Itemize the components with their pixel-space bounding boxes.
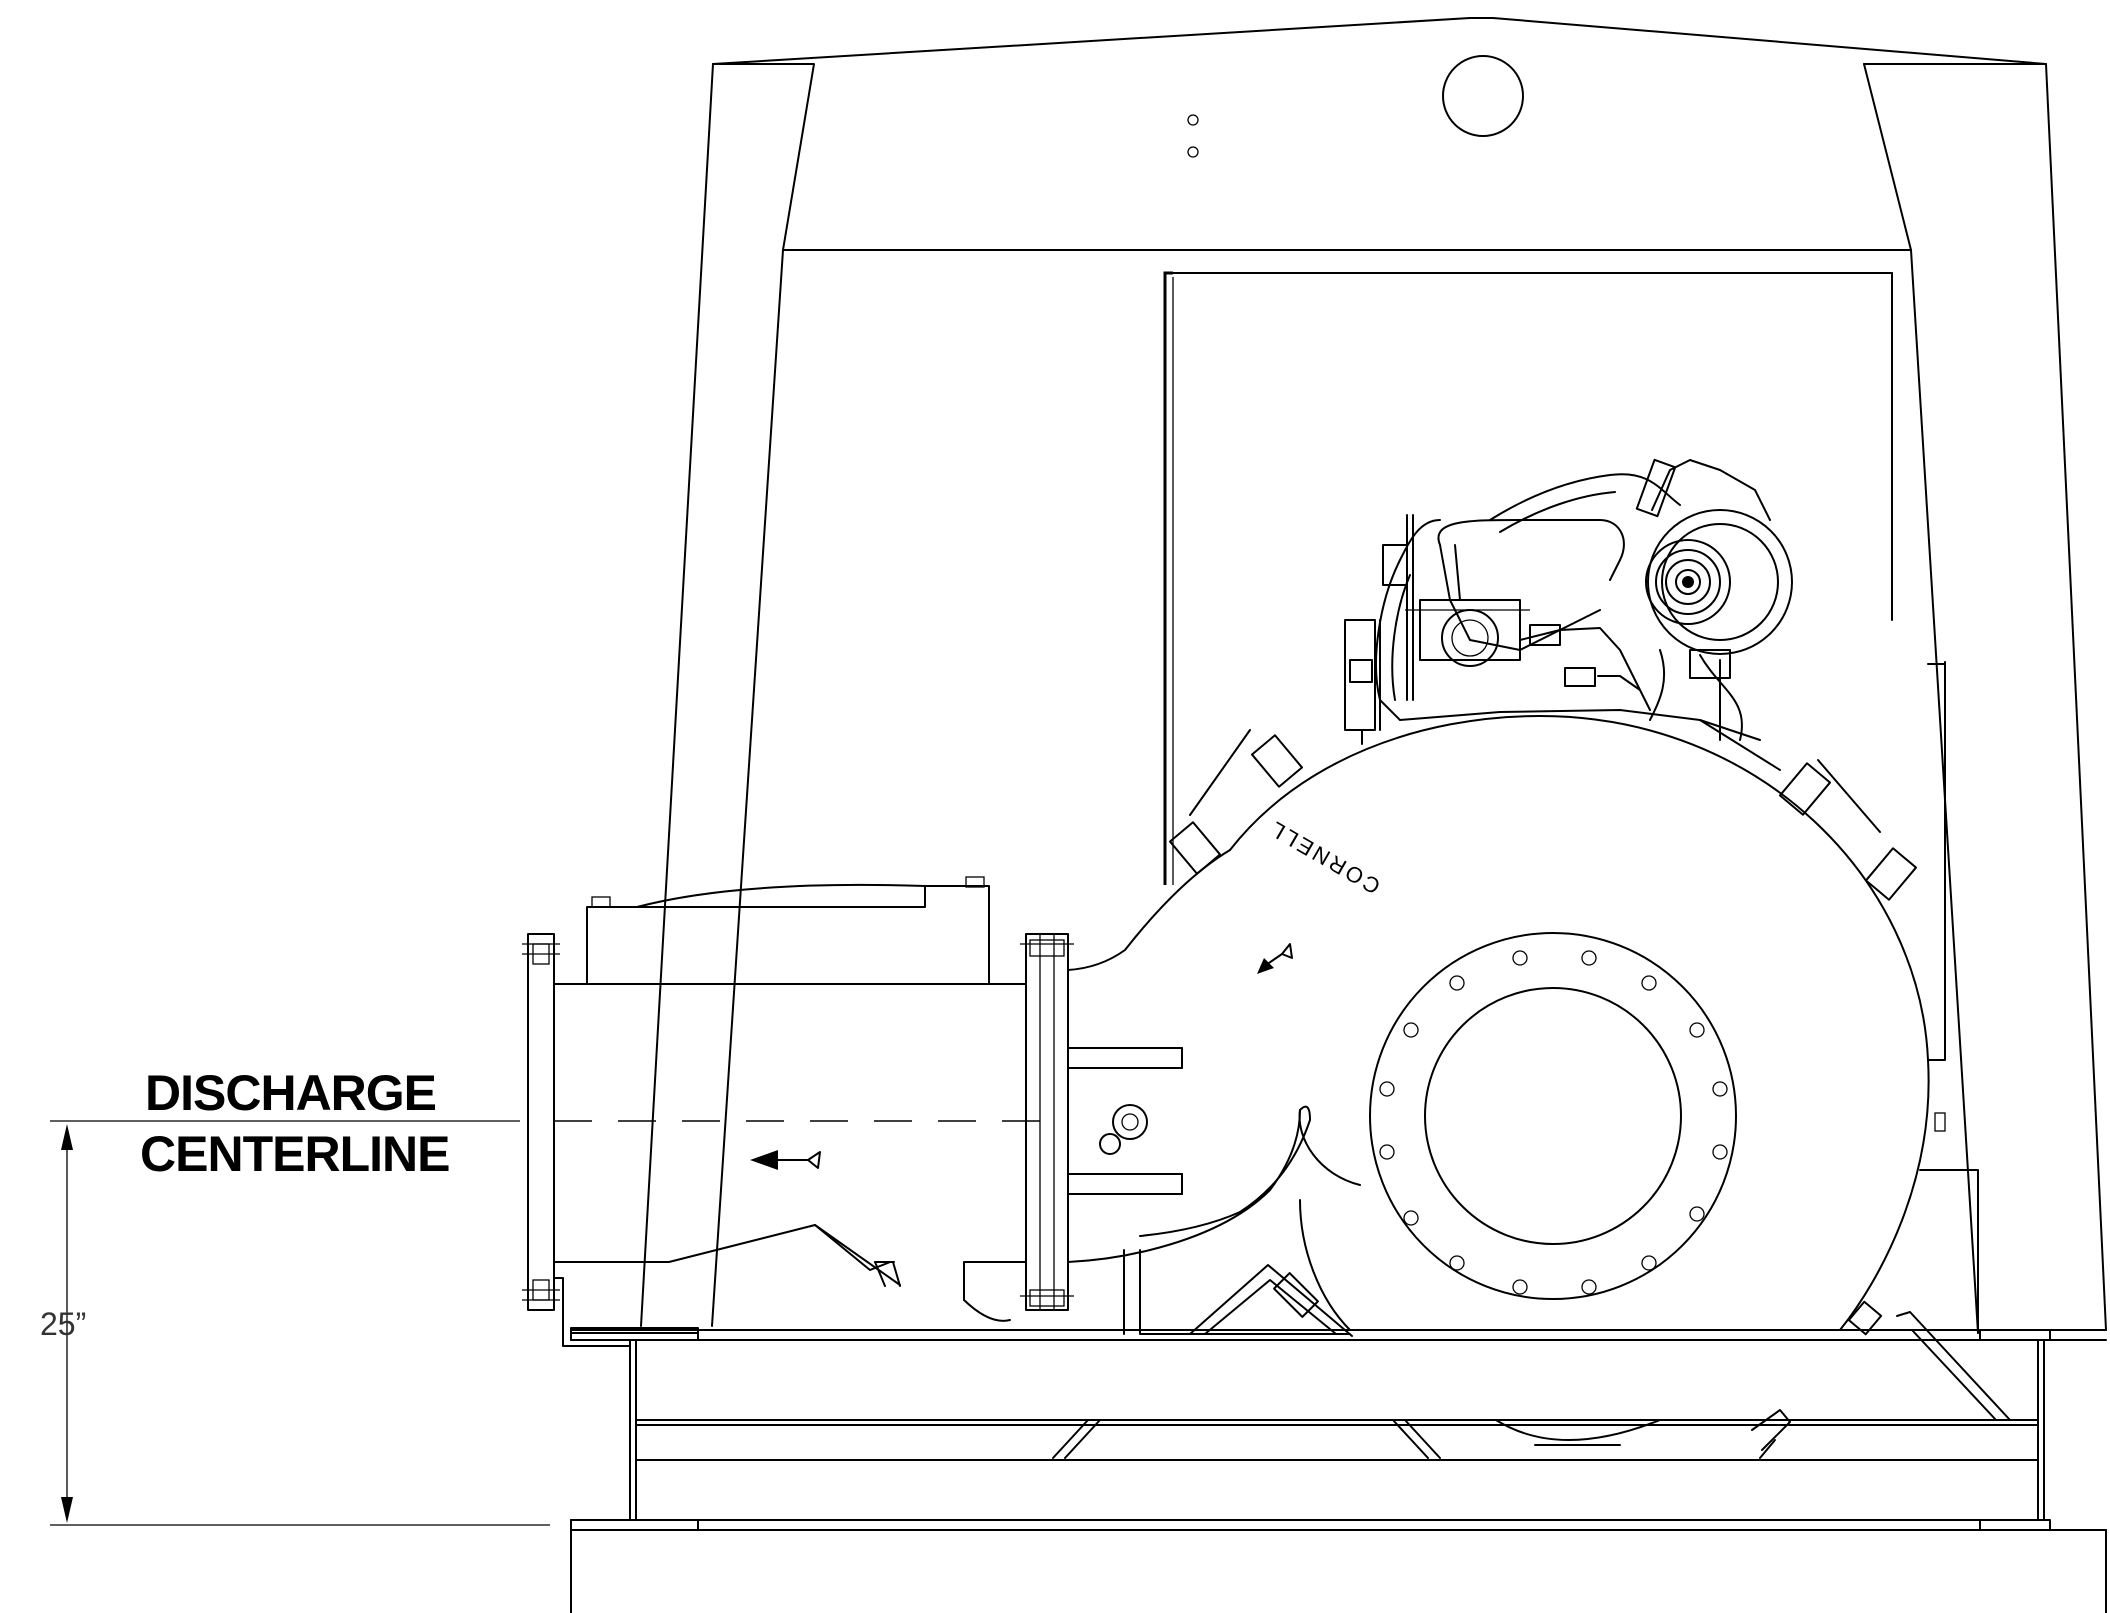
- suction-flange: [1369, 932, 1737, 1300]
- discharge-label-line2: CENTERLINE: [140, 1126, 449, 1182]
- flow-arrow-icon: [750, 1150, 821, 1170]
- engine-assembly: [1344, 458, 1793, 745]
- enclosure-frame: [640, 17, 2107, 1334]
- flange-bolt-holes: [1379, 950, 1728, 1295]
- casting-label: CORNELL: [1264, 815, 1385, 899]
- rotation-arrow-icon: [1257, 943, 1293, 974]
- engine-back-panel: [1163, 271, 1979, 1334]
- pump-volute: CORNELL: [1067, 715, 1930, 1337]
- volute-bolt-bosses: [1169, 719, 1917, 1336]
- base-skid: [570, 1311, 2107, 1613]
- discharge-valve: [522, 876, 1074, 1347]
- discharge-label-line1: DISCHARGE: [145, 1065, 436, 1121]
- suction-bore: [1424, 987, 1682, 1245]
- turbocharger: [1635, 458, 1793, 741]
- height-dimension: [50, 1124, 550, 1526]
- dimension-label: 25”: [40, 1306, 86, 1342]
- lifting-hole-icon: [1442, 55, 1524, 137]
